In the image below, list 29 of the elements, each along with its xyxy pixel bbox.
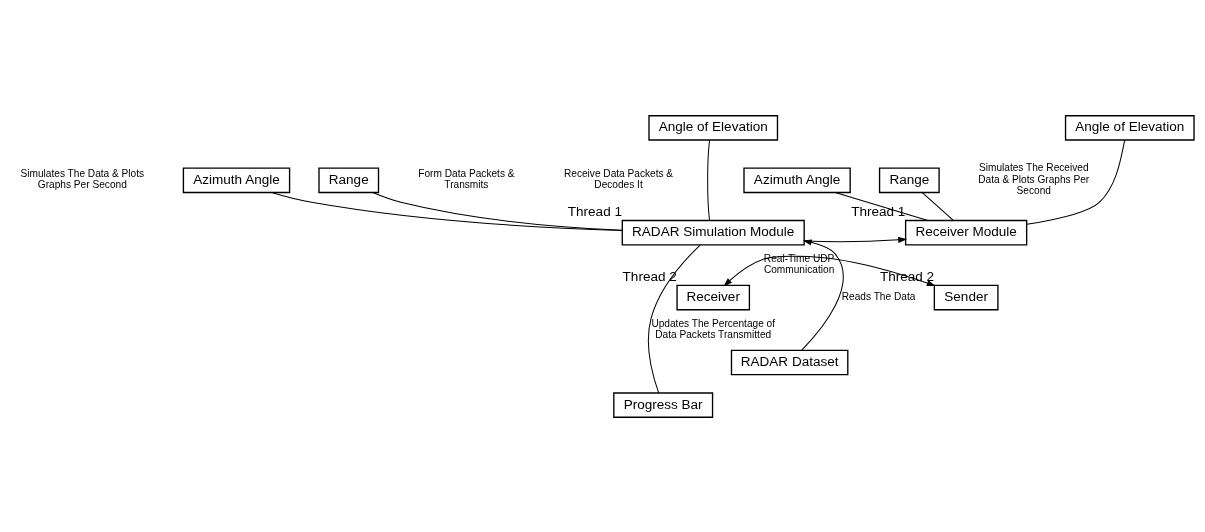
arrow [801,238,844,351]
label: Form Data Packets & Transmits [418,167,515,190]
node-box: Range [318,166,380,193]
node-box: Sender [933,284,999,310]
arrow [723,255,936,286]
node-box: Receiver [676,284,751,310]
connector [834,191,929,221]
node-label: Thread 1 [567,203,622,219]
label: Simulates The Received Data & Plots Graphs Per Second [978,161,1090,196]
node-box: Azimuth Angle [182,166,291,193]
label: Simulates The Data & Plots Graphs Per Second [20,167,145,190]
label: Receive Data Packets & Decodes It [563,167,674,190]
node-box: Angle of Elevation [648,114,779,141]
node-box: Receiver Module [904,219,1028,246]
connector [921,191,954,221]
connector [707,139,711,221]
node-box: Angle of Elevation [1064,114,1195,141]
node-box: Progress Bar [613,391,714,418]
connector [647,244,701,393]
node-box: RADAR Simulation Module [621,219,805,246]
connector [1026,139,1126,225]
node-box: RADAR Dataset [730,349,849,375]
node-box: Azimuth Angle [743,166,851,193]
node-box: Range [878,166,940,193]
edge-label: Reads The Data [841,290,916,302]
connector [270,191,623,231]
edge-label: Updates The Percentage of Data Packets Transmitted [651,317,776,340]
connector [372,191,623,231]
arrow [803,236,907,243]
